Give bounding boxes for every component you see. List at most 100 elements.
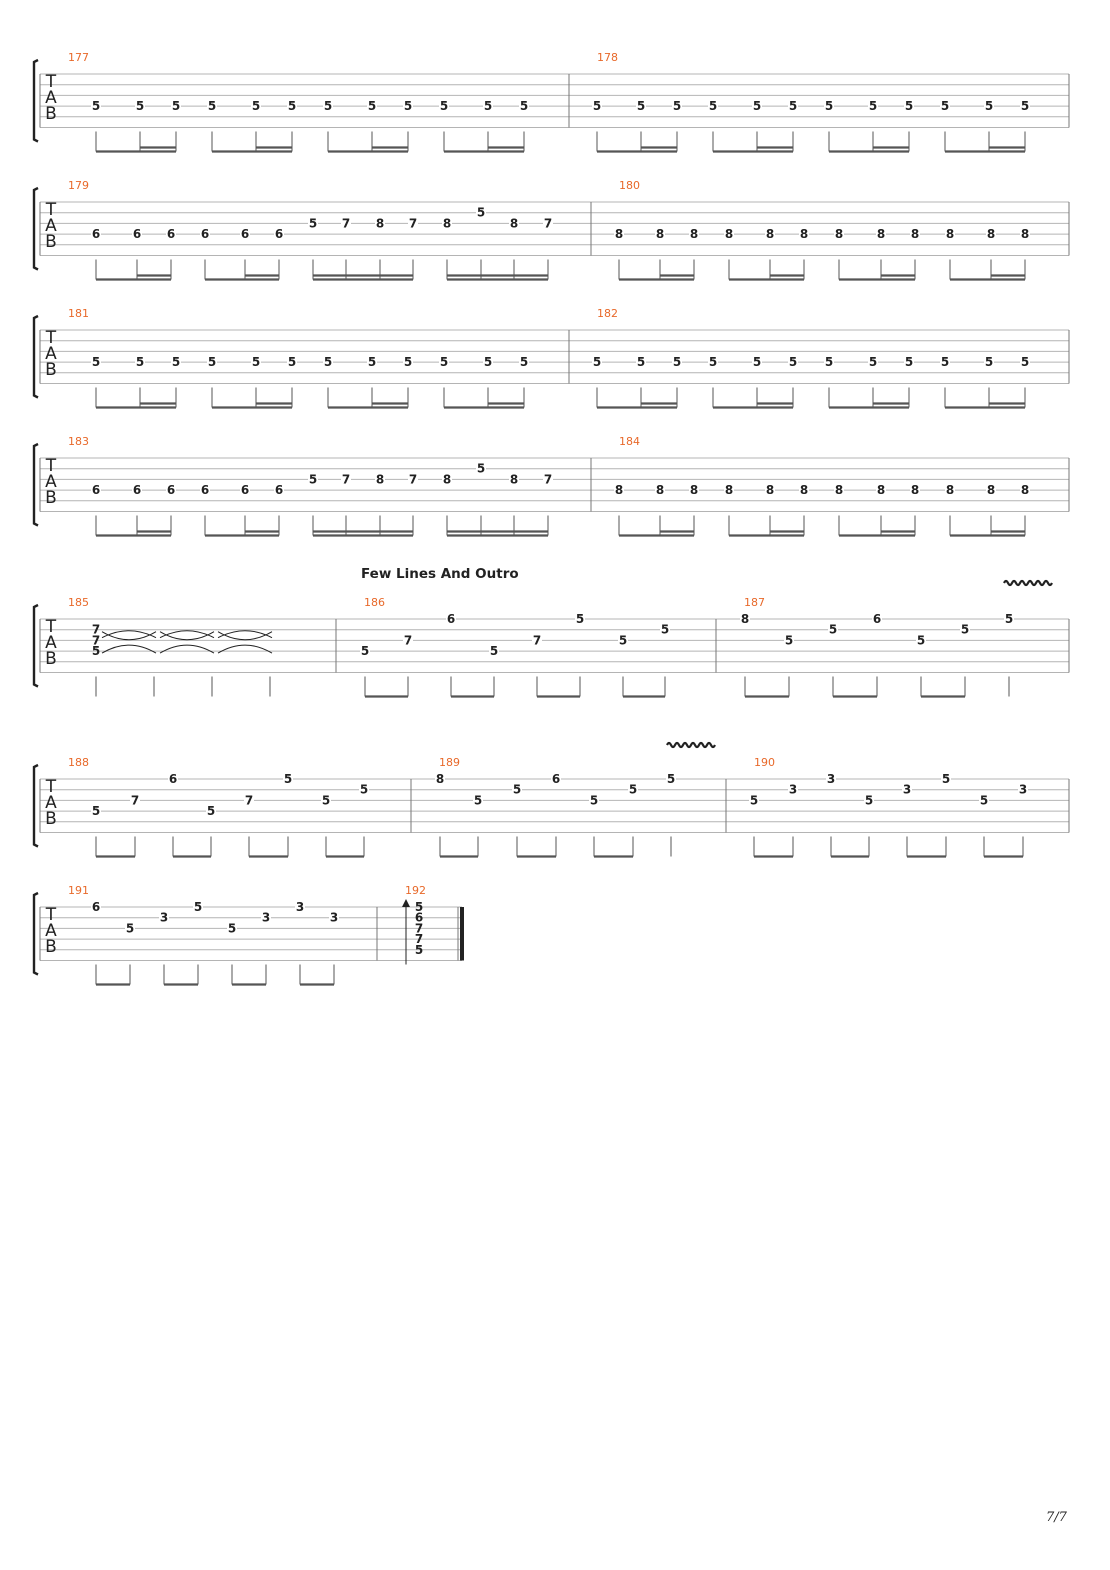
system-bracket [32,58,39,143]
tab-clef-letter: T [45,617,57,637]
fret-number: 6 [133,483,141,497]
fret-number: 3 [789,783,797,797]
fret-mask [403,100,413,113]
fret-number: 5 [360,783,368,797]
fret-number: 5 [1021,355,1029,369]
fret-number: 5 [368,355,376,369]
fret-number: 5 [284,772,292,786]
fret-mask [283,773,293,785]
fret-number: 7 [404,633,412,647]
fret-number: 6 [167,483,175,497]
fret-mask [826,773,836,785]
tie-arc [159,630,215,639]
fret-number: 7 [245,793,253,807]
fret-mask [130,794,140,807]
tab-clef-letter: T [45,456,57,476]
page-number: 7/7 [1046,1510,1067,1525]
fret-mask [834,228,844,241]
fret-number: 8 [741,612,749,626]
fret-number: 7 [409,472,417,486]
fret-mask [960,623,970,636]
fret-number: 8 [835,227,843,241]
fret-mask [476,462,486,475]
fret-mask [749,794,759,807]
fret-number: 5 [637,355,645,369]
fret-number: 5 [673,355,681,369]
fret-mask [274,484,284,497]
fret-mask [689,484,699,497]
fret-number: 5 [172,355,180,369]
fret-number: 5 [1005,612,1013,626]
fret-mask [872,613,882,625]
fret-mask [689,228,699,241]
tab-clef-letter: A [45,344,57,364]
fret-mask [442,217,452,230]
fret-number: 5 [368,99,376,113]
measure-number: 189 [439,756,460,769]
fret-number: 6 [241,483,249,497]
fret-number: 5 [520,355,528,369]
fret-number: 5 [593,99,601,113]
fret-number: 5 [440,99,448,113]
fret-mask [446,613,456,625]
section-title: Few Lines And Outro [361,566,519,582]
fret-number: 8 [877,227,885,241]
tab-clef-letter: B [45,809,57,829]
fret-number: 5 [136,355,144,369]
fret-number: 5 [324,99,332,113]
fret-mask [408,473,418,486]
fret-mask [206,805,216,818]
fret-number: 6 [133,227,141,241]
fret-number: 5 [207,804,215,818]
measure-number: 181 [68,307,89,320]
fret-mask [227,922,237,935]
fret-number: 6 [92,227,100,241]
fret-number: 5 [126,921,134,935]
tab-clef-letter: B [45,649,57,669]
fret-mask [375,217,385,230]
fret-number: 6 [275,227,283,241]
fret-mask [551,773,561,785]
fret-number: 5 [484,99,492,113]
fret-number: 5 [194,900,202,914]
fret-number: 8 [1021,227,1029,241]
fret-number: 5 [753,99,761,113]
fret-number: 7 [92,623,100,637]
fret-number: 6 [169,772,177,786]
fret-mask [589,794,599,807]
measure-number: 178 [597,51,618,64]
fret-mask [240,228,250,241]
fret-number: 5 [985,99,993,113]
fret-number: 8 [656,483,664,497]
fret-mask [945,228,955,241]
fret-number: 5 [789,355,797,369]
fret-mask [916,634,926,647]
fret-mask [483,356,493,369]
fret-mask [207,356,217,369]
fret-mask [483,100,493,113]
fret-number: 8 [987,227,995,241]
fret-mask [166,228,176,241]
fret-number: 5 [1021,99,1029,113]
fret-number: 5 [309,472,317,486]
fret-mask [868,100,878,113]
fret-number: 5 [415,943,423,957]
measure-number: 179 [68,179,89,192]
fret-number: 3 [296,900,304,914]
fret-mask [984,100,994,113]
fret-number: 5 [709,355,717,369]
fret-mask [509,217,519,230]
fret-number: 5 [661,623,669,637]
fret-number: 5 [477,462,485,476]
tie-arc [217,630,273,639]
fret-mask [135,100,145,113]
